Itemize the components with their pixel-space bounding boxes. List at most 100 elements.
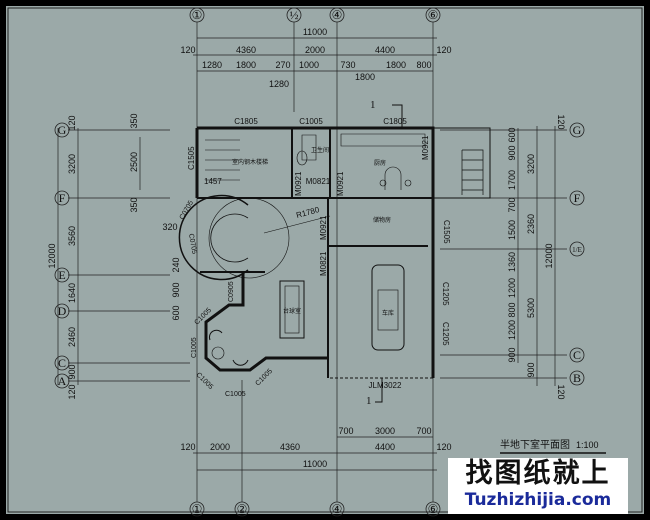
- dim: 1200: [507, 278, 517, 298]
- dim: 900: [526, 362, 536, 377]
- room-garage: 车库: [382, 309, 394, 317]
- axis-top-1: ①: [192, 8, 203, 22]
- room-bath: 卫生间: [311, 146, 329, 154]
- window-label: C1005: [191, 337, 198, 358]
- room-stair: 室内钢木楼梯: [232, 158, 268, 166]
- axis-left-f: F: [59, 191, 66, 205]
- dim: 11000: [303, 27, 327, 37]
- dim: 5300: [526, 298, 536, 318]
- window-label: C1205: [441, 322, 450, 346]
- axis-right-b: B: [573, 371, 581, 385]
- axis-left-d: D: [58, 304, 67, 318]
- dim: 120: [556, 384, 566, 399]
- room-billiard: 台球室: [283, 307, 301, 315]
- drawing-scale: 1:100: [576, 440, 599, 450]
- window-label: C1205: [441, 282, 450, 306]
- section-mark-bottom: 1: [366, 395, 372, 407]
- window-label: C1505: [442, 220, 451, 244]
- dim: 700: [507, 197, 517, 212]
- window-label: C1805: [383, 117, 407, 126]
- room-kitchen: 厨房: [374, 159, 386, 167]
- door-label: M0921: [421, 135, 430, 160]
- dim: 350: [129, 197, 139, 212]
- door-label: M0821: [306, 177, 331, 186]
- dimensions-bottom: 11000 120 2000 4360 4400 120 700 3000 70…: [180, 426, 451, 469]
- dim: 3200: [67, 154, 77, 174]
- axis-labels: ① ½ ④ ⑥ ① ② ④ ⑥ G F E D C A G F 1/E C B: [58, 8, 582, 516]
- window-label: C1005: [299, 117, 323, 126]
- dim: 12000: [544, 243, 554, 268]
- dim: 800: [507, 302, 517, 317]
- dim: 1500: [507, 220, 517, 240]
- dim: 2000: [210, 442, 230, 452]
- dim: 1360: [507, 252, 517, 272]
- dimensions-left: 12000 120 3200 3560 1640 2460 900 120 35…: [47, 113, 181, 399]
- dim-1457: 1457: [204, 177, 222, 186]
- door-label: M0821: [319, 251, 328, 276]
- dim: 11000: [303, 459, 327, 469]
- axis-left-a: A: [58, 374, 67, 388]
- axis-bottom-4: ④: [332, 502, 343, 516]
- dim: 900: [507, 145, 517, 160]
- walls: [178, 104, 491, 403]
- dim: 1280: [269, 79, 289, 89]
- dim: 3560: [67, 226, 77, 246]
- watermark-logo: 找图纸就上 Tuzhizhijia.com: [448, 458, 628, 514]
- axis-left-g: G: [58, 123, 67, 137]
- dim: 120: [436, 442, 451, 452]
- dim: 1280: [202, 60, 222, 70]
- axis-bottom-1: ①: [192, 502, 203, 516]
- dim: 1640: [67, 283, 77, 303]
- axis-left-c: C: [58, 356, 66, 370]
- grid-lines: [57, 22, 567, 502]
- door-label: M0921: [336, 171, 345, 196]
- dim: 730: [340, 60, 355, 70]
- dim: 240: [171, 257, 181, 272]
- dim: 350: [129, 113, 139, 128]
- dim: 800: [416, 60, 431, 70]
- dimensions-top: 11000 120 4360 2000 4400 120 1280 1800 2…: [180, 27, 451, 89]
- room-labels: 室内钢木楼梯 卫生间 厨房 储物房 台球室 车库: [232, 146, 394, 317]
- dim: 1800: [355, 72, 375, 82]
- dim: 600: [171, 305, 181, 320]
- door-label: JLM3022: [369, 381, 402, 390]
- window-label: C1805: [234, 117, 258, 126]
- drawing-title: 半地下室平面图: [500, 438, 570, 451]
- axis-top-4: ④: [332, 8, 343, 22]
- dim: 120: [436, 45, 451, 55]
- window-label: C0705: [187, 233, 197, 255]
- dimensions-right: 12000 120 3200 2360 5300 900 120 600 900…: [507, 114, 566, 399]
- dim: 120: [67, 115, 77, 130]
- axis-right-c: C: [573, 348, 581, 362]
- dim: 120: [556, 114, 566, 129]
- watermark-en: Tuzhizhijia.com: [464, 490, 612, 510]
- axis-top-6: ⑥: [428, 8, 439, 22]
- dim: 700: [338, 426, 353, 436]
- window-label: C1005: [225, 391, 246, 398]
- dim: 3200: [526, 154, 536, 174]
- window-label: C0905: [228, 281, 235, 302]
- axis-bottom-2: ②: [237, 502, 248, 516]
- dim: 120: [67, 384, 77, 399]
- dim: 2000: [305, 45, 325, 55]
- dim: 900: [171, 282, 181, 297]
- room-storage: 储物房: [373, 216, 391, 224]
- dim: 700: [416, 426, 431, 436]
- dim: 2460: [67, 327, 77, 347]
- axis-right-1e: 1/E: [572, 246, 582, 254]
- dim: 320: [162, 222, 177, 232]
- dim: 4360: [280, 442, 300, 452]
- door-label: M0921: [294, 171, 303, 196]
- dim: 2360: [526, 214, 536, 234]
- door-label: M0921: [319, 215, 328, 240]
- dim: 4400: [375, 442, 395, 452]
- dim: 3000: [375, 426, 395, 436]
- section-mark-top: 1: [370, 99, 376, 111]
- dim: 900: [67, 364, 77, 379]
- dim: 120: [180, 45, 195, 55]
- dim: 12000: [47, 243, 57, 268]
- dim: 120: [180, 442, 195, 452]
- door-labels: M0921 M0821 M0921 M0921 M0921 M0821 JLM3…: [294, 135, 430, 390]
